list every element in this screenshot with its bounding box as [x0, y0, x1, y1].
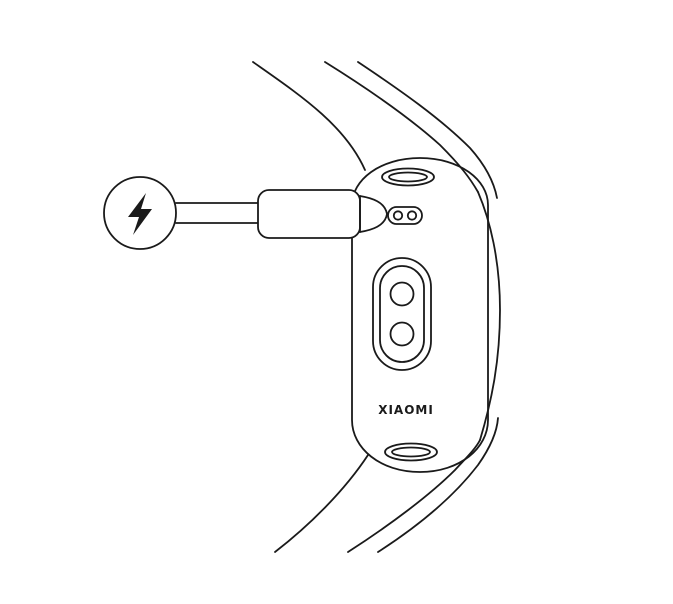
sensor-window	[372, 257, 432, 371]
lightning-bolt-icon	[103, 176, 177, 250]
strap-top	[252, 61, 498, 199]
charging-contacts	[387, 206, 423, 225]
tracker-body	[351, 157, 489, 473]
strap-bottom	[274, 417, 499, 553]
strap-right-edge	[477, 191, 501, 441]
brand-label: XIAOMI	[378, 403, 434, 417]
top-slot	[381, 167, 435, 187]
charging-connector	[257, 189, 388, 239]
bottom-slot	[384, 442, 438, 462]
charging-cable	[175, 202, 261, 224]
